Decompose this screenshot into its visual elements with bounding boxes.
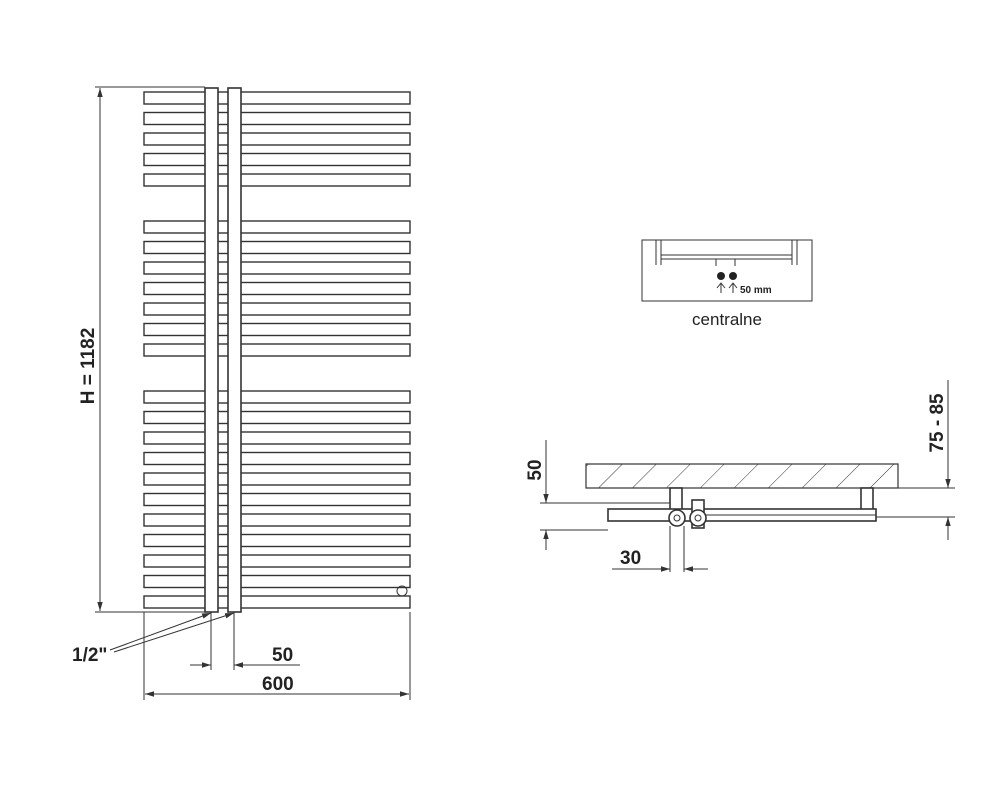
connection-caption: centralne <box>692 310 762 329</box>
radiator-bar <box>143 554 411 568</box>
radiator-bar <box>143 173 411 187</box>
width-dimension: 600 <box>143 612 411 700</box>
wall-section <box>585 463 899 489</box>
spacing-mm-label: 50 mm <box>740 285 772 296</box>
radiator-bar <box>143 240 411 255</box>
radiator-bar <box>143 410 411 425</box>
radiator-bar <box>143 261 411 275</box>
offset-label: 30 <box>620 548 641 569</box>
radiator-bar <box>143 343 411 357</box>
side-view <box>585 463 899 572</box>
radiator-bar <box>143 220 411 234</box>
valve-fitting-left <box>668 509 686 527</box>
valve-circle <box>396 585 408 597</box>
spacing-dimension: 50 <box>190 612 300 670</box>
height-dimension: H = 1182 <box>78 86 205 613</box>
pipe-height-dimension: 50 <box>525 440 670 550</box>
radiator-bar <box>143 472 411 486</box>
connection-label: 1/2" <box>72 645 107 666</box>
radiator-bar <box>143 91 411 105</box>
radiator-bar <box>143 595 411 609</box>
radiator-bar <box>143 574 411 589</box>
arrow-up-icon <box>728 282 738 293</box>
connection-type-box: 50 mm centralne <box>641 239 813 329</box>
width-label: 600 <box>262 674 294 695</box>
radiator-front-view <box>143 87 411 613</box>
pipe-height-label: 50 <box>525 459 546 480</box>
connection-callout: 1/2" <box>72 612 235 666</box>
radiator-bar <box>143 513 411 527</box>
left-collector <box>204 87 219 613</box>
outlet-dot <box>729 272 737 280</box>
radiator-bar <box>143 322 411 337</box>
radiator-bar <box>143 492 411 507</box>
wall-distance-label: 75 - 85 <box>927 393 948 453</box>
radiator-bar <box>143 533 411 548</box>
radiator-bars <box>143 91 411 609</box>
wall-distance-dimension: 75 - 85 <box>876 380 955 540</box>
radiator-bar <box>143 132 411 146</box>
radiator-bar <box>143 302 411 316</box>
right-collector <box>227 87 242 613</box>
inlet-dot <box>717 272 725 280</box>
valve-fitting-right <box>689 509 707 527</box>
radiator-bar <box>143 451 411 466</box>
radiator-bar <box>143 111 411 126</box>
radiator-bar <box>143 390 411 404</box>
radiator-bar <box>143 281 411 296</box>
height-label: H = 1182 <box>78 328 99 405</box>
arrow-up-icon <box>716 282 726 293</box>
radiator-bar <box>143 152 411 167</box>
offset-dimension: 30 <box>612 548 708 572</box>
spacing-label: 50 <box>272 645 293 666</box>
radiator-bar <box>143 431 411 445</box>
